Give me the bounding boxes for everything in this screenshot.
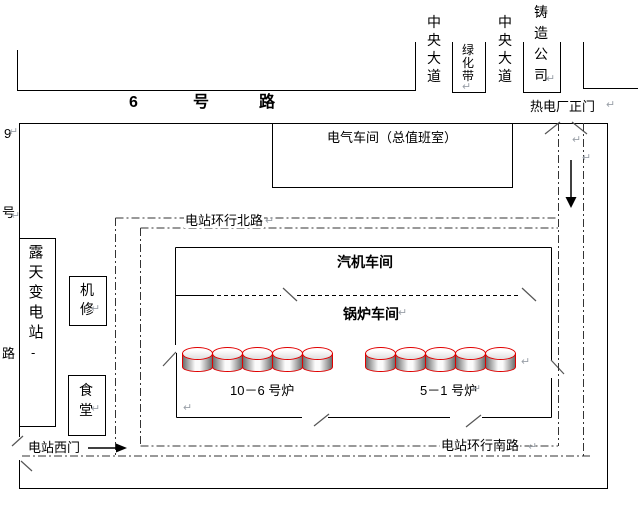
boiler-cylinder xyxy=(425,347,456,372)
boiler-group-5-1-label: 5－1 号炉 xyxy=(420,383,478,398)
return-mark-icon: ↵ xyxy=(528,441,538,453)
boiler-group-5-1 xyxy=(365,347,516,372)
electrical-workshop-outline xyxy=(272,123,513,188)
return-mark-icon: ↵ xyxy=(582,152,592,164)
machine-repair-label: 机修 xyxy=(80,282,94,317)
ring-roads xyxy=(22,123,593,457)
return-mark-icon: ↵ xyxy=(183,402,193,414)
road-9-char-lu: 路 xyxy=(2,346,16,361)
workshop-outline xyxy=(175,247,552,418)
boiler-workshop-label: 锅炉车间 xyxy=(343,306,399,322)
road-9-char-hao: 号 xyxy=(2,205,16,220)
boiler-cylinder xyxy=(212,347,243,372)
return-mark-icon: ↵ xyxy=(9,126,19,138)
return-mark-icon: ↵ xyxy=(521,356,531,368)
boiler-cylinder xyxy=(485,347,516,372)
electrical-workshop-label: 电气车间（总值班室） xyxy=(326,130,457,145)
boiler-cylinder xyxy=(395,347,426,372)
return-mark-icon: ↵ xyxy=(472,383,482,395)
boiler-group-10-6-label: 10－6 号炉 xyxy=(230,383,295,398)
return-mark-icon: ↵ xyxy=(11,210,21,222)
down-arrow-icon xyxy=(565,160,577,208)
return-mark-icon: ↵ xyxy=(265,215,275,227)
plant-boundary xyxy=(19,123,608,489)
boiler-cylinder xyxy=(242,347,273,372)
return-mark-icon: ↵ xyxy=(91,403,101,415)
building-outlines xyxy=(19,238,107,436)
return-mark-icon: ↵ xyxy=(606,99,616,111)
main-gate-label: 热电厂正门 xyxy=(530,99,596,114)
return-mark-icon: ↵ xyxy=(91,303,101,315)
canteen-label: 食堂 xyxy=(79,382,93,418)
return-mark-icon: ↵ xyxy=(546,73,556,85)
road-9-char-number: 9 xyxy=(4,126,12,141)
boiler-cylinder xyxy=(182,347,213,372)
gate-break-marks xyxy=(11,121,588,472)
west-gate-arrow-icon xyxy=(88,443,127,453)
green-belt-label: 绿化带 xyxy=(461,43,474,83)
road-6-edge xyxy=(17,42,638,93)
boiler-group-10-6 xyxy=(182,347,333,372)
central-avenue-1-label: 中央大道 xyxy=(427,14,441,84)
central-avenue-2-label: 中央大道 xyxy=(498,14,512,84)
return-mark-icon: ↵ xyxy=(398,307,408,319)
substation-label: 露天变电站 xyxy=(28,244,44,341)
boiler-cylinder xyxy=(302,347,333,372)
west-gate-label: 电站西门 xyxy=(27,440,82,455)
substation-note: - xyxy=(31,345,36,360)
road-6-char-hao: 号 xyxy=(193,94,210,111)
boiler-cylinder xyxy=(455,347,486,372)
boiler-cylinder xyxy=(272,347,303,372)
turbine-workshop-label: 汽机车间 xyxy=(337,254,393,270)
road-6-char-lu: 路 xyxy=(259,94,276,111)
foundry-company-label: 铸造公司 xyxy=(534,4,548,83)
return-mark-icon: ↵ xyxy=(572,134,582,146)
boiler-cylinder xyxy=(365,347,396,372)
south-ring-road-label: 电站环行南路 xyxy=(440,438,521,453)
return-mark-icon: ↵ xyxy=(462,81,472,93)
north-ring-road-label: 电站环行北路 xyxy=(184,213,265,228)
road-6-char-number: 6 xyxy=(129,94,138,111)
